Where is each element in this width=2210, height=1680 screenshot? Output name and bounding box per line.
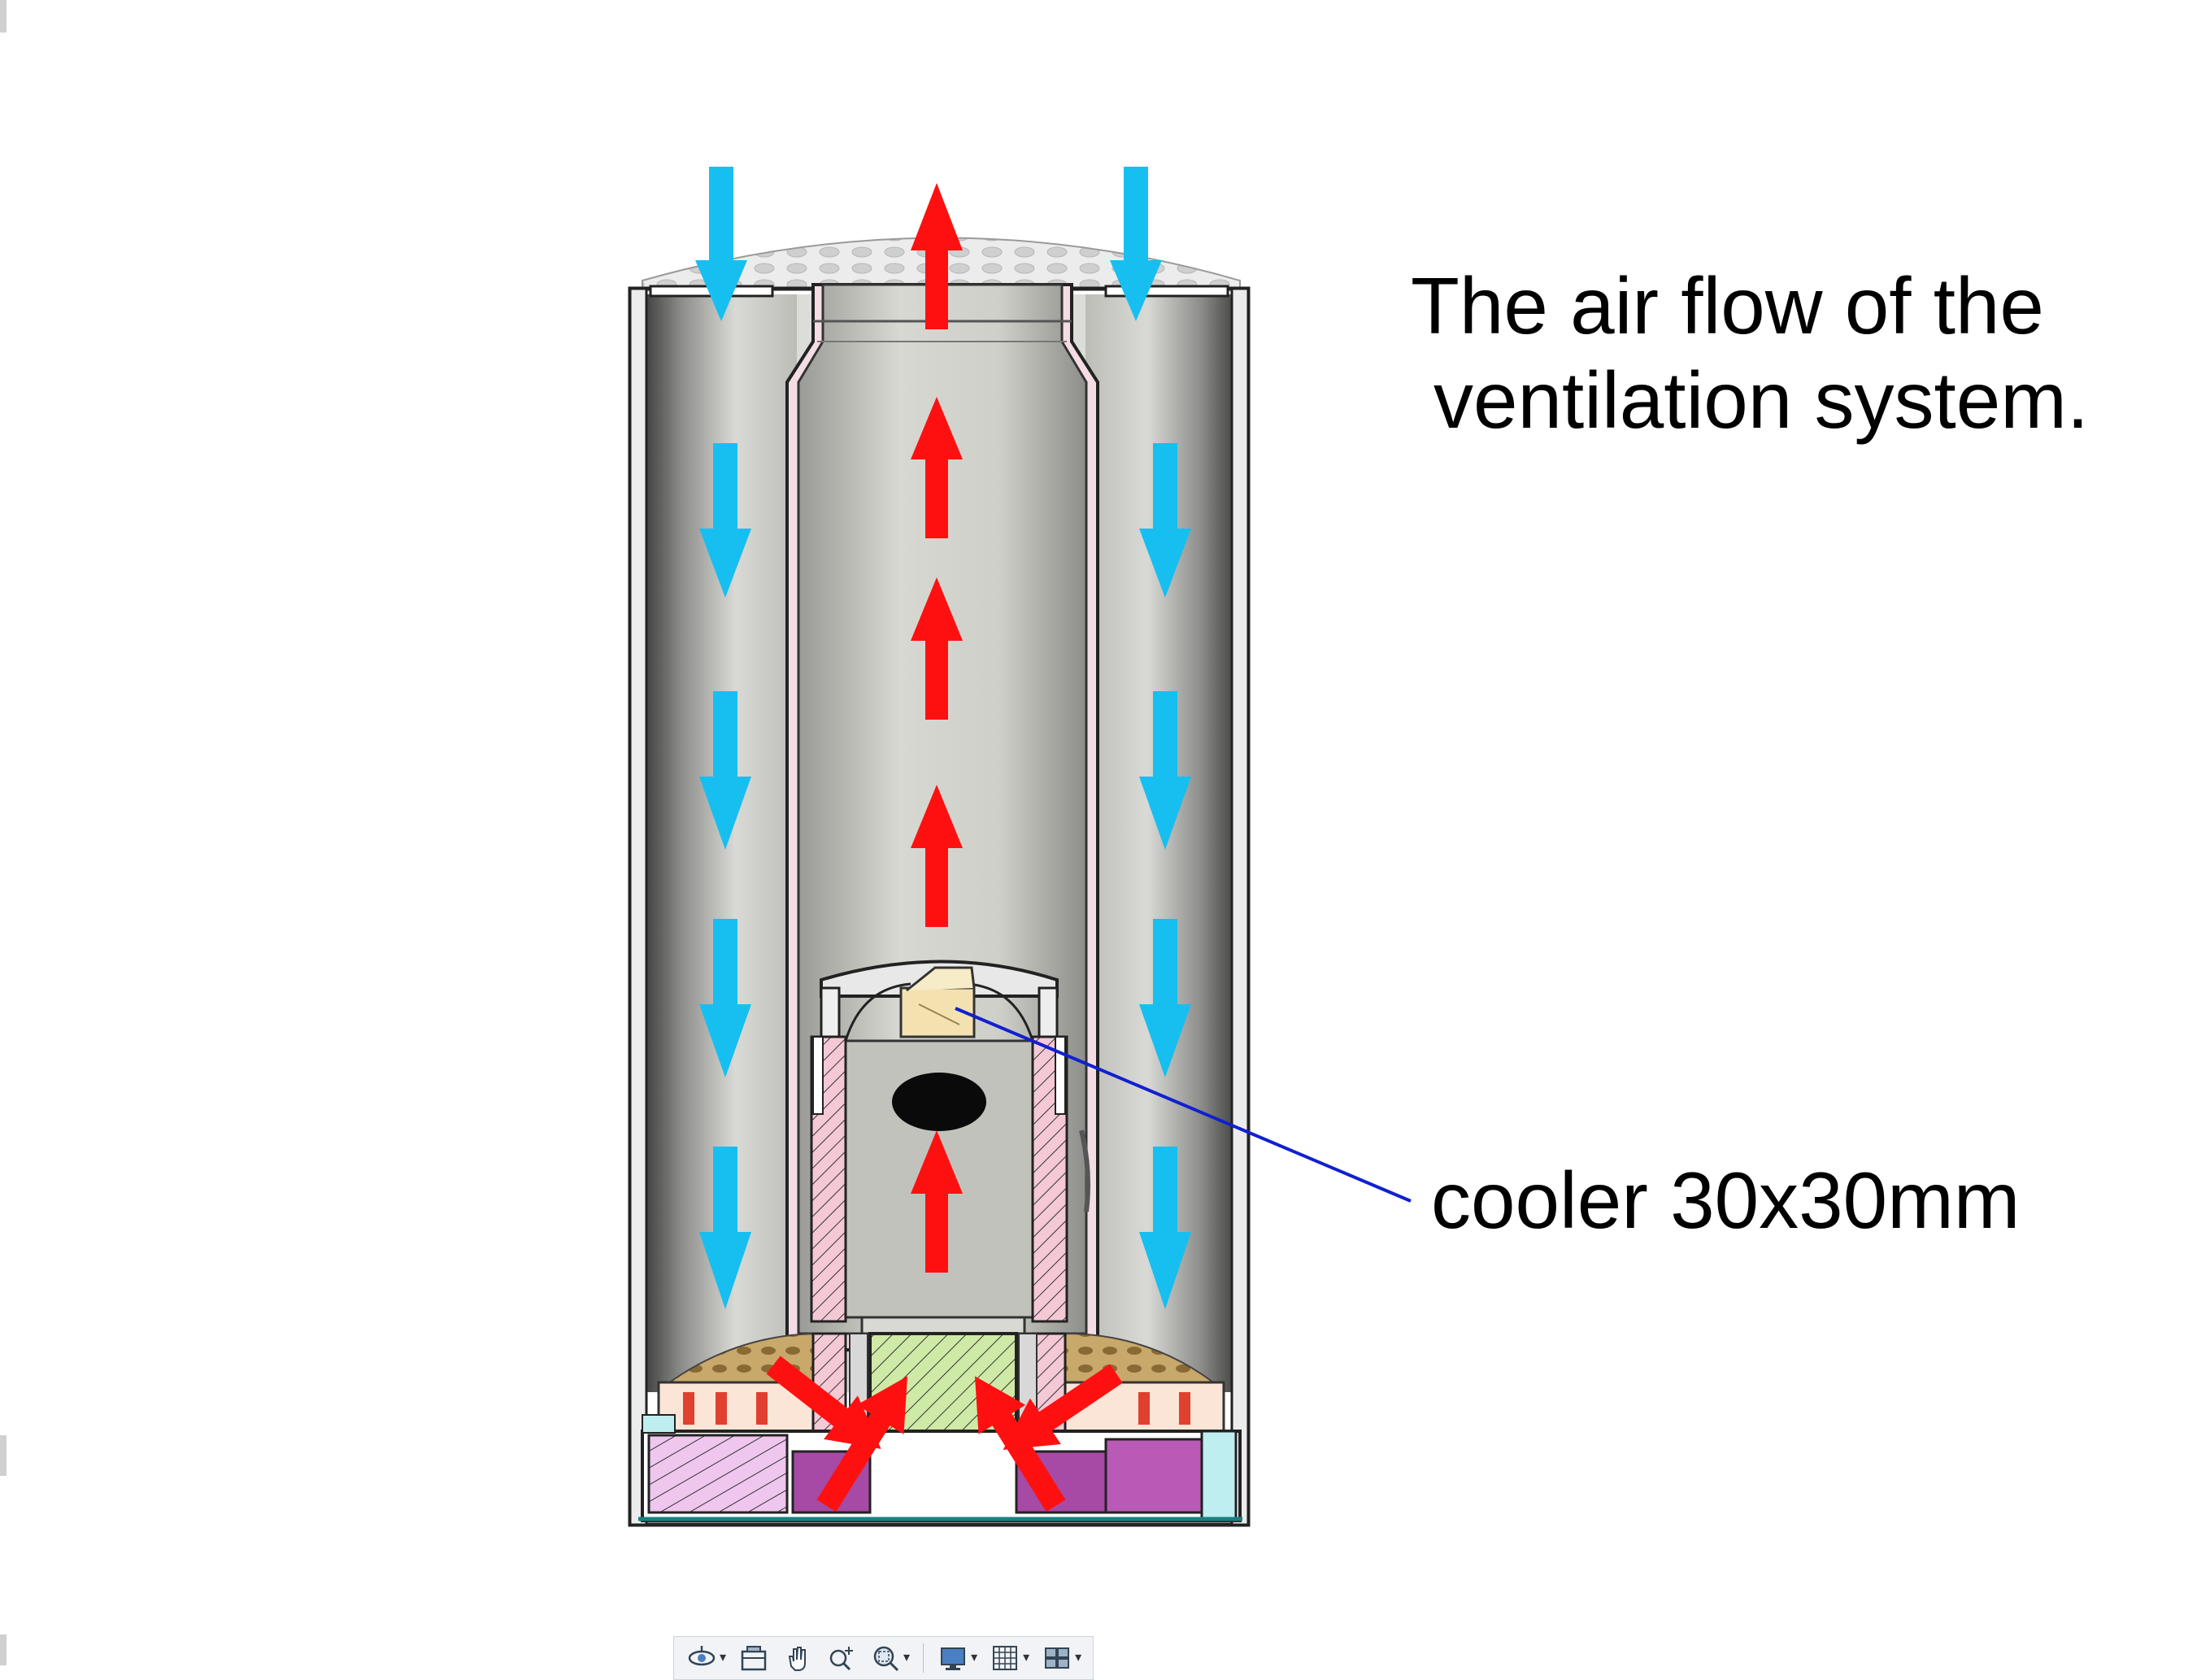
intake-arrow: [699, 691, 751, 850]
cooler-leader-line: [955, 1007, 1412, 1203]
zoom-button[interactable]: [822, 1640, 861, 1676]
view-toolbar: ▾ ▾ ▾ ▾ ▾: [673, 1636, 1094, 1680]
intake-arrow: [699, 919, 751, 1077]
viewports-button[interactable]: ▾: [1038, 1640, 1085, 1676]
title-line-1: The air flow of the: [1411, 261, 2044, 350]
left-edge-marker: [0, 1634, 7, 1665]
intake-arrows: [695, 167, 1191, 1309]
orbit-button[interactable]: ▾: [682, 1640, 729, 1676]
cooler-label: cooler 30x30mm: [1431, 1156, 2021, 1245]
diagram-title: The air flow of the ventilation system.: [1411, 259, 2089, 447]
grid-icon: [993, 1646, 1018, 1670]
chevron-down-icon: ▾: [1023, 1651, 1030, 1665]
chevron-down-icon: ▾: [971, 1651, 978, 1665]
exhaust-arrow: [911, 785, 963, 927]
display-settings-button[interactable]: ▾: [933, 1640, 981, 1676]
chevron-down-icon: ▾: [1075, 1651, 1082, 1665]
display-icon: [941, 1647, 966, 1670]
pan-button[interactable]: [778, 1640, 817, 1676]
chevron-down-icon: ▾: [720, 1651, 727, 1665]
exhaust-arrow: [911, 183, 963, 329]
intake-arrow: [1139, 919, 1191, 1077]
intake-arrow: [1139, 1147, 1191, 1309]
left-edge-marker: [0, 1435, 7, 1476]
zoom-window-icon: [873, 1646, 899, 1672]
grid-button[interactable]: ▾: [985, 1640, 1033, 1676]
intake-arrow: [1139, 691, 1191, 850]
exhaust-arrow: [816, 1376, 908, 1512]
exhaust-arrow: [974, 1376, 1066, 1512]
toolbar-divider: [923, 1643, 924, 1673]
chevron-down-icon: ▾: [903, 1651, 911, 1665]
intake-arrow: [699, 443, 751, 598]
zoom-icon: [829, 1647, 854, 1671]
intake-arrow: [695, 167, 747, 321]
title-line-2: ventilation system.: [1433, 355, 2090, 445]
intake-arrow: [1110, 167, 1162, 321]
exhaust-arrows: [766, 183, 1123, 1512]
intake-arrow: [699, 1147, 751, 1309]
orbit-icon: [688, 1646, 716, 1666]
look-at-icon: [741, 1646, 767, 1671]
zoom-window-button[interactable]: ▾: [866, 1640, 913, 1676]
viewports-icon: [1045, 1647, 1070, 1669]
look-at-button[interactable]: [734, 1640, 773, 1676]
exhaust-arrow: [911, 397, 963, 538]
exhaust-arrow: [911, 1130, 963, 1273]
pan-hand-icon: [788, 1647, 807, 1671]
exhaust-arrow: [1003, 1364, 1123, 1451]
left-edge-marker: [0, 0, 7, 33]
exhaust-arrow: [911, 577, 963, 720]
intake-arrow: [1139, 443, 1191, 598]
